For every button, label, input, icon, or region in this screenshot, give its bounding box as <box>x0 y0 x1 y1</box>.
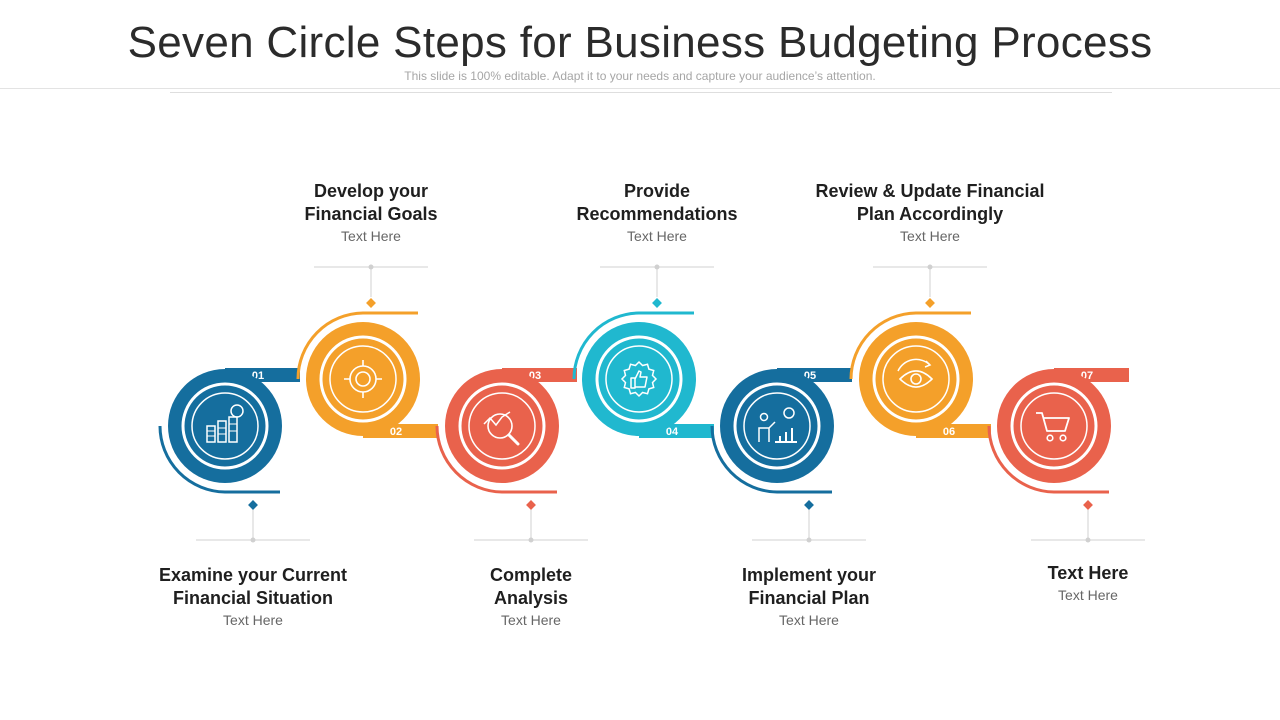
step-circle <box>859 322 973 436</box>
inner-ring <box>743 392 811 460</box>
inner-ring <box>595 335 683 423</box>
connector <box>873 264 987 308</box>
inner-ring <box>458 382 546 470</box>
connector <box>196 500 310 543</box>
header-divider <box>170 92 1112 93</box>
step-label-01: Examine your Current Financial Situation… <box>123 564 383 629</box>
inner-ring <box>329 345 397 413</box>
step-06: 06 <box>849 311 991 438</box>
step-subtitle: Text Here <box>501 612 561 628</box>
shopping-cart-icon <box>1036 412 1070 442</box>
step-title: Text Here <box>1047 563 1129 583</box>
inner-ring <box>468 392 536 460</box>
step-circle <box>582 322 696 436</box>
step-number: 06 <box>943 426 955 438</box>
swirl-arc <box>710 425 832 494</box>
eye-cycle-icon <box>897 358 934 388</box>
page-subtitle: This slide is 100% editable. Adapt it to… <box>404 69 876 83</box>
header: Seven Circle Steps for Business Budgetin… <box>0 0 1280 89</box>
inner-ring <box>181 382 269 470</box>
inner-ring <box>1010 382 1098 470</box>
connector <box>752 500 866 543</box>
step-subtitle: Text Here <box>223 612 283 628</box>
inner-ring <box>191 392 259 460</box>
analysis-magnifier-icon <box>483 411 520 446</box>
step-title: Complete Analysis <box>489 565 572 608</box>
connector <box>600 264 714 308</box>
step-02: 02 <box>296 311 438 438</box>
inner-ring <box>605 345 673 413</box>
thumbs-up-badge-icon <box>620 360 658 398</box>
step-number: 04 <box>666 426 679 438</box>
step-01: 01 <box>158 368 300 494</box>
step-title: Implement your Financial Plan <box>741 565 877 608</box>
money-chart-icon <box>206 404 244 443</box>
step-circle <box>445 369 559 483</box>
step-subtitle: Text Here <box>1058 587 1118 603</box>
step-subtitle: Text Here <box>779 612 839 628</box>
step-number: 02 <box>390 426 402 438</box>
step-07: 07 <box>987 368 1129 494</box>
swirl-arc <box>296 311 418 380</box>
step-title: Provide Recommendations <box>576 181 738 224</box>
inner-ring <box>882 345 950 413</box>
inner-ring <box>872 335 960 423</box>
step-circle <box>306 322 420 436</box>
swirl-arc <box>987 425 1109 494</box>
presenter-chart-icon <box>758 407 797 443</box>
step-label-06: Review & Update Financial Plan According… <box>800 180 1060 245</box>
step-title: Examine your Current Financial Situation <box>158 565 348 608</box>
step-circle <box>168 369 282 483</box>
swirl-arc <box>849 311 971 380</box>
step-04: 04 <box>572 311 714 438</box>
connector <box>1031 500 1145 543</box>
inner-ring <box>733 382 821 470</box>
step-circle <box>720 369 834 483</box>
step-subtitle: Text Here <box>900 228 960 244</box>
inner-ring <box>319 335 407 423</box>
step-title: Develop your Financial Goals <box>304 181 438 224</box>
swirl-arc <box>158 425 280 494</box>
swirl-arc <box>435 425 557 494</box>
step-03: 03 <box>435 368 577 494</box>
step-title: Review & Update Financial Plan According… <box>815 181 1045 224</box>
swirl-arc <box>572 311 694 380</box>
connector <box>474 500 588 543</box>
step-05: 05 <box>710 368 852 494</box>
step-subtitle: Text Here <box>627 228 687 244</box>
step-circle <box>997 369 1111 483</box>
step-subtitle: Text Here <box>341 228 401 244</box>
inner-ring <box>1020 392 1088 460</box>
target-dollar-icon <box>344 360 382 398</box>
connector <box>314 264 428 308</box>
page-title: Seven Circle Steps for Business Budgetin… <box>127 18 1153 67</box>
